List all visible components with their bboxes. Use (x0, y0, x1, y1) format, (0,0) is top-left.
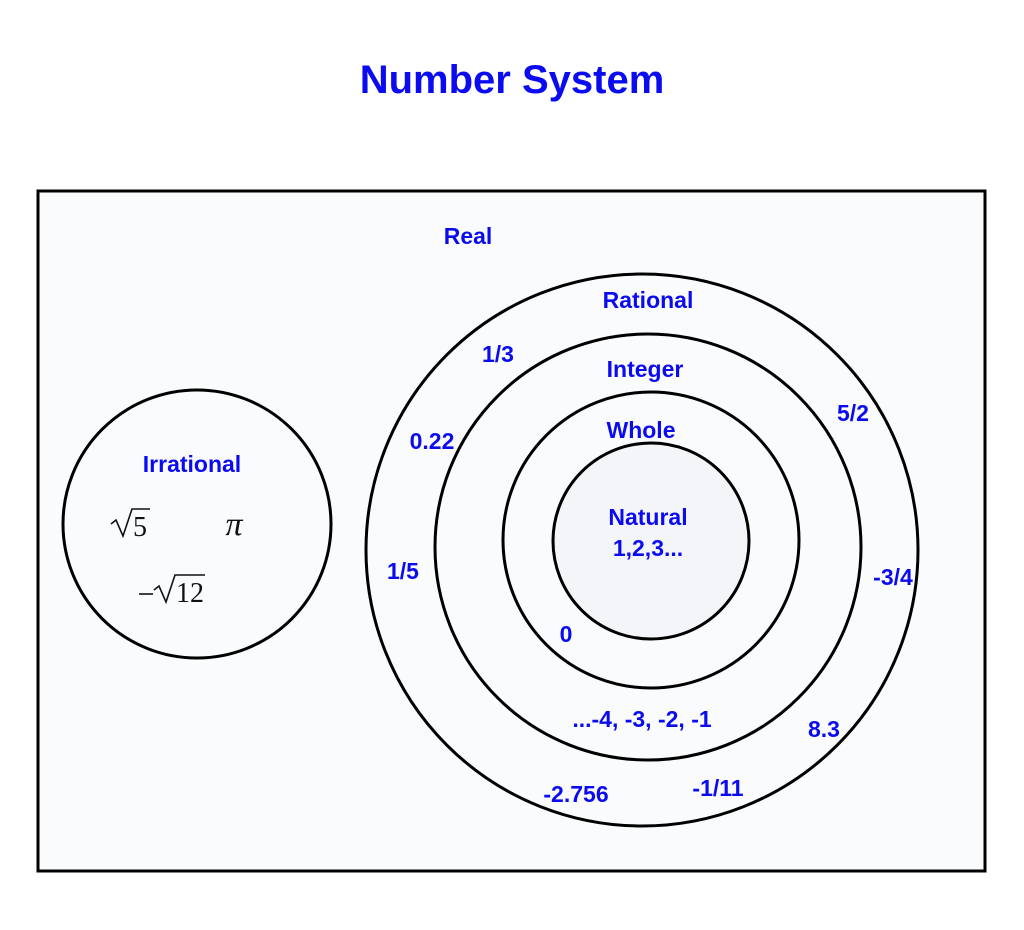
radical-sign-icon (110, 508, 150, 539)
radical-sign-icon (153, 574, 205, 605)
rational-label: Rational (603, 287, 694, 313)
natural-set-circle (551, 441, 751, 641)
sqrt-twelve-radicand: 12 (176, 578, 204, 609)
rational-example-five-halves: 5/2 (837, 400, 869, 426)
rational-example-8-3: 8.3 (808, 716, 840, 742)
neg-sqrt-twelve-expression: 12 (139, 574, 205, 609)
rational-example-one-third: 1/3 (482, 341, 514, 367)
real-label: Real (444, 223, 493, 249)
integer-label: Integer (607, 356, 684, 382)
page-title: Number System (359, 58, 665, 102)
whole-example-zero: 0 (560, 621, 573, 647)
sqrt-five-expression: 5 (110, 508, 150, 543)
rational-example-0-22: 0.22 (410, 428, 455, 454)
sqrt-five-radicand: 5 (133, 512, 147, 543)
integer-examples: ...-4, -3, -2, -1 (572, 706, 712, 732)
irrational-label: Irrational (143, 451, 241, 477)
pi-symbol: π (225, 506, 243, 543)
irrational-set-circle (61, 388, 333, 660)
whole-label: Whole (607, 417, 676, 443)
rational-example-neg-three-quarters: -3/4 (873, 564, 913, 590)
natural-label: Natural (608, 504, 687, 530)
rational-example-neg-2-756: -2.756 (543, 781, 608, 807)
natural-examples: 1,2,3... (613, 535, 683, 561)
rational-example-one-fifth: 1/5 (387, 558, 419, 584)
rational-example-neg-one-eleventh: -1/11 (692, 775, 743, 801)
